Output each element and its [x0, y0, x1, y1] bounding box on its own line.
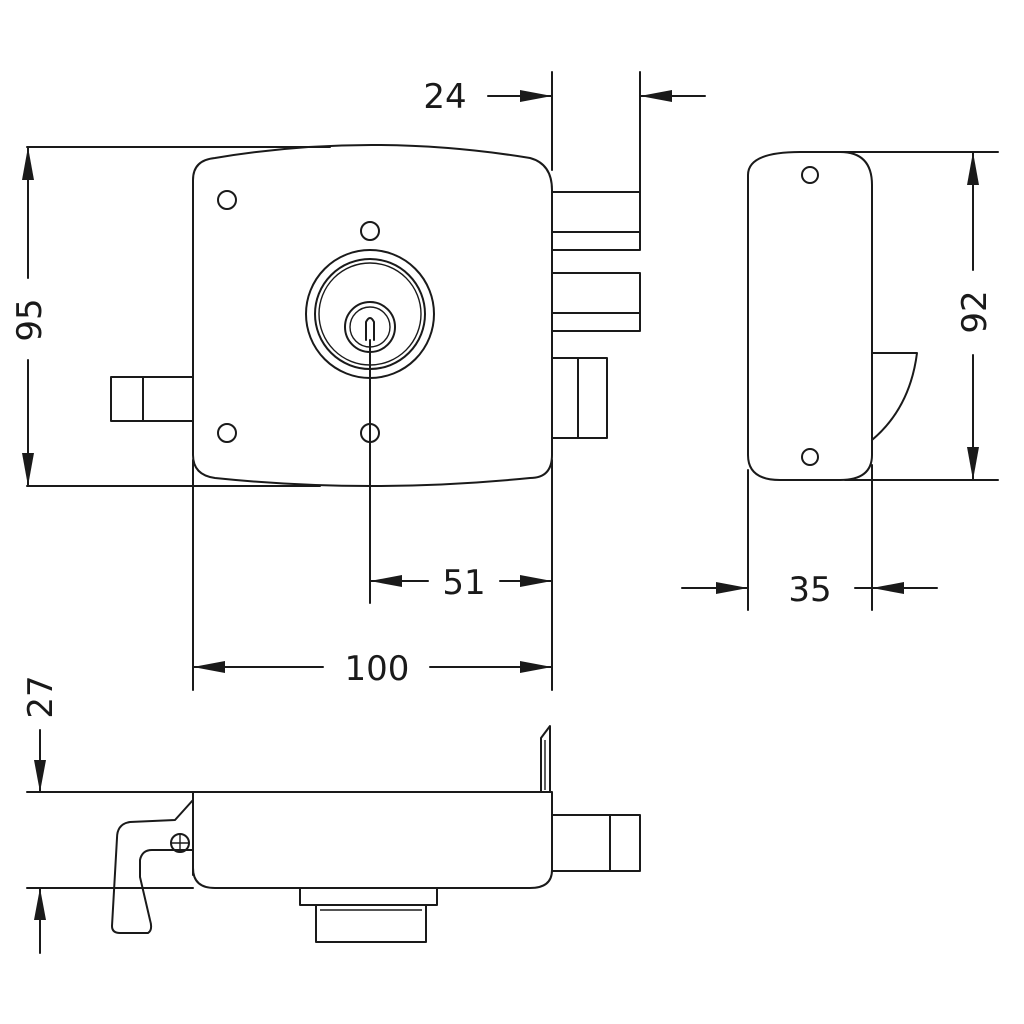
- dimension-label: 100: [345, 649, 410, 689]
- dimension-label: 24: [423, 77, 466, 117]
- front-lock-body: [192, 144, 553, 487]
- dimension-label: 51: [442, 563, 485, 603]
- dimension-label: 27: [21, 675, 61, 718]
- bottom-view: [26, 725, 641, 943]
- right-bolts: [551, 191, 641, 439]
- side-lock-body: [747, 151, 873, 481]
- dimension-label: 95: [10, 298, 50, 341]
- lever-handle: [111, 799, 194, 934]
- bottom-bolt: [551, 814, 641, 872]
- dimension-27: 27: [21, 675, 61, 954]
- dimension-51: 51: [369, 563, 553, 603]
- screw-hole: [360, 221, 380, 241]
- flange: [540, 725, 551, 793]
- dimension-100: 100: [192, 649, 553, 689]
- screw-hole: [217, 423, 237, 443]
- screw-hole: [801, 448, 819, 466]
- bottom-lock-body: [192, 791, 553, 889]
- dimension-92: 92: [955, 151, 995, 481]
- left-latch: [110, 376, 194, 422]
- side-latch: [871, 352, 918, 441]
- dimension-35: 35: [681, 570, 938, 610]
- side-view: [747, 151, 999, 611]
- front-view: [26, 71, 641, 691]
- bottom-cylinder: [299, 887, 438, 943]
- dimension-24: 24: [423, 77, 706, 117]
- screw-hole: [217, 190, 237, 210]
- screw-hole: [801, 166, 819, 184]
- dimension-95: 95: [10, 146, 50, 487]
- dimension-label: 92: [955, 290, 995, 333]
- dimension-label: 35: [788, 570, 831, 610]
